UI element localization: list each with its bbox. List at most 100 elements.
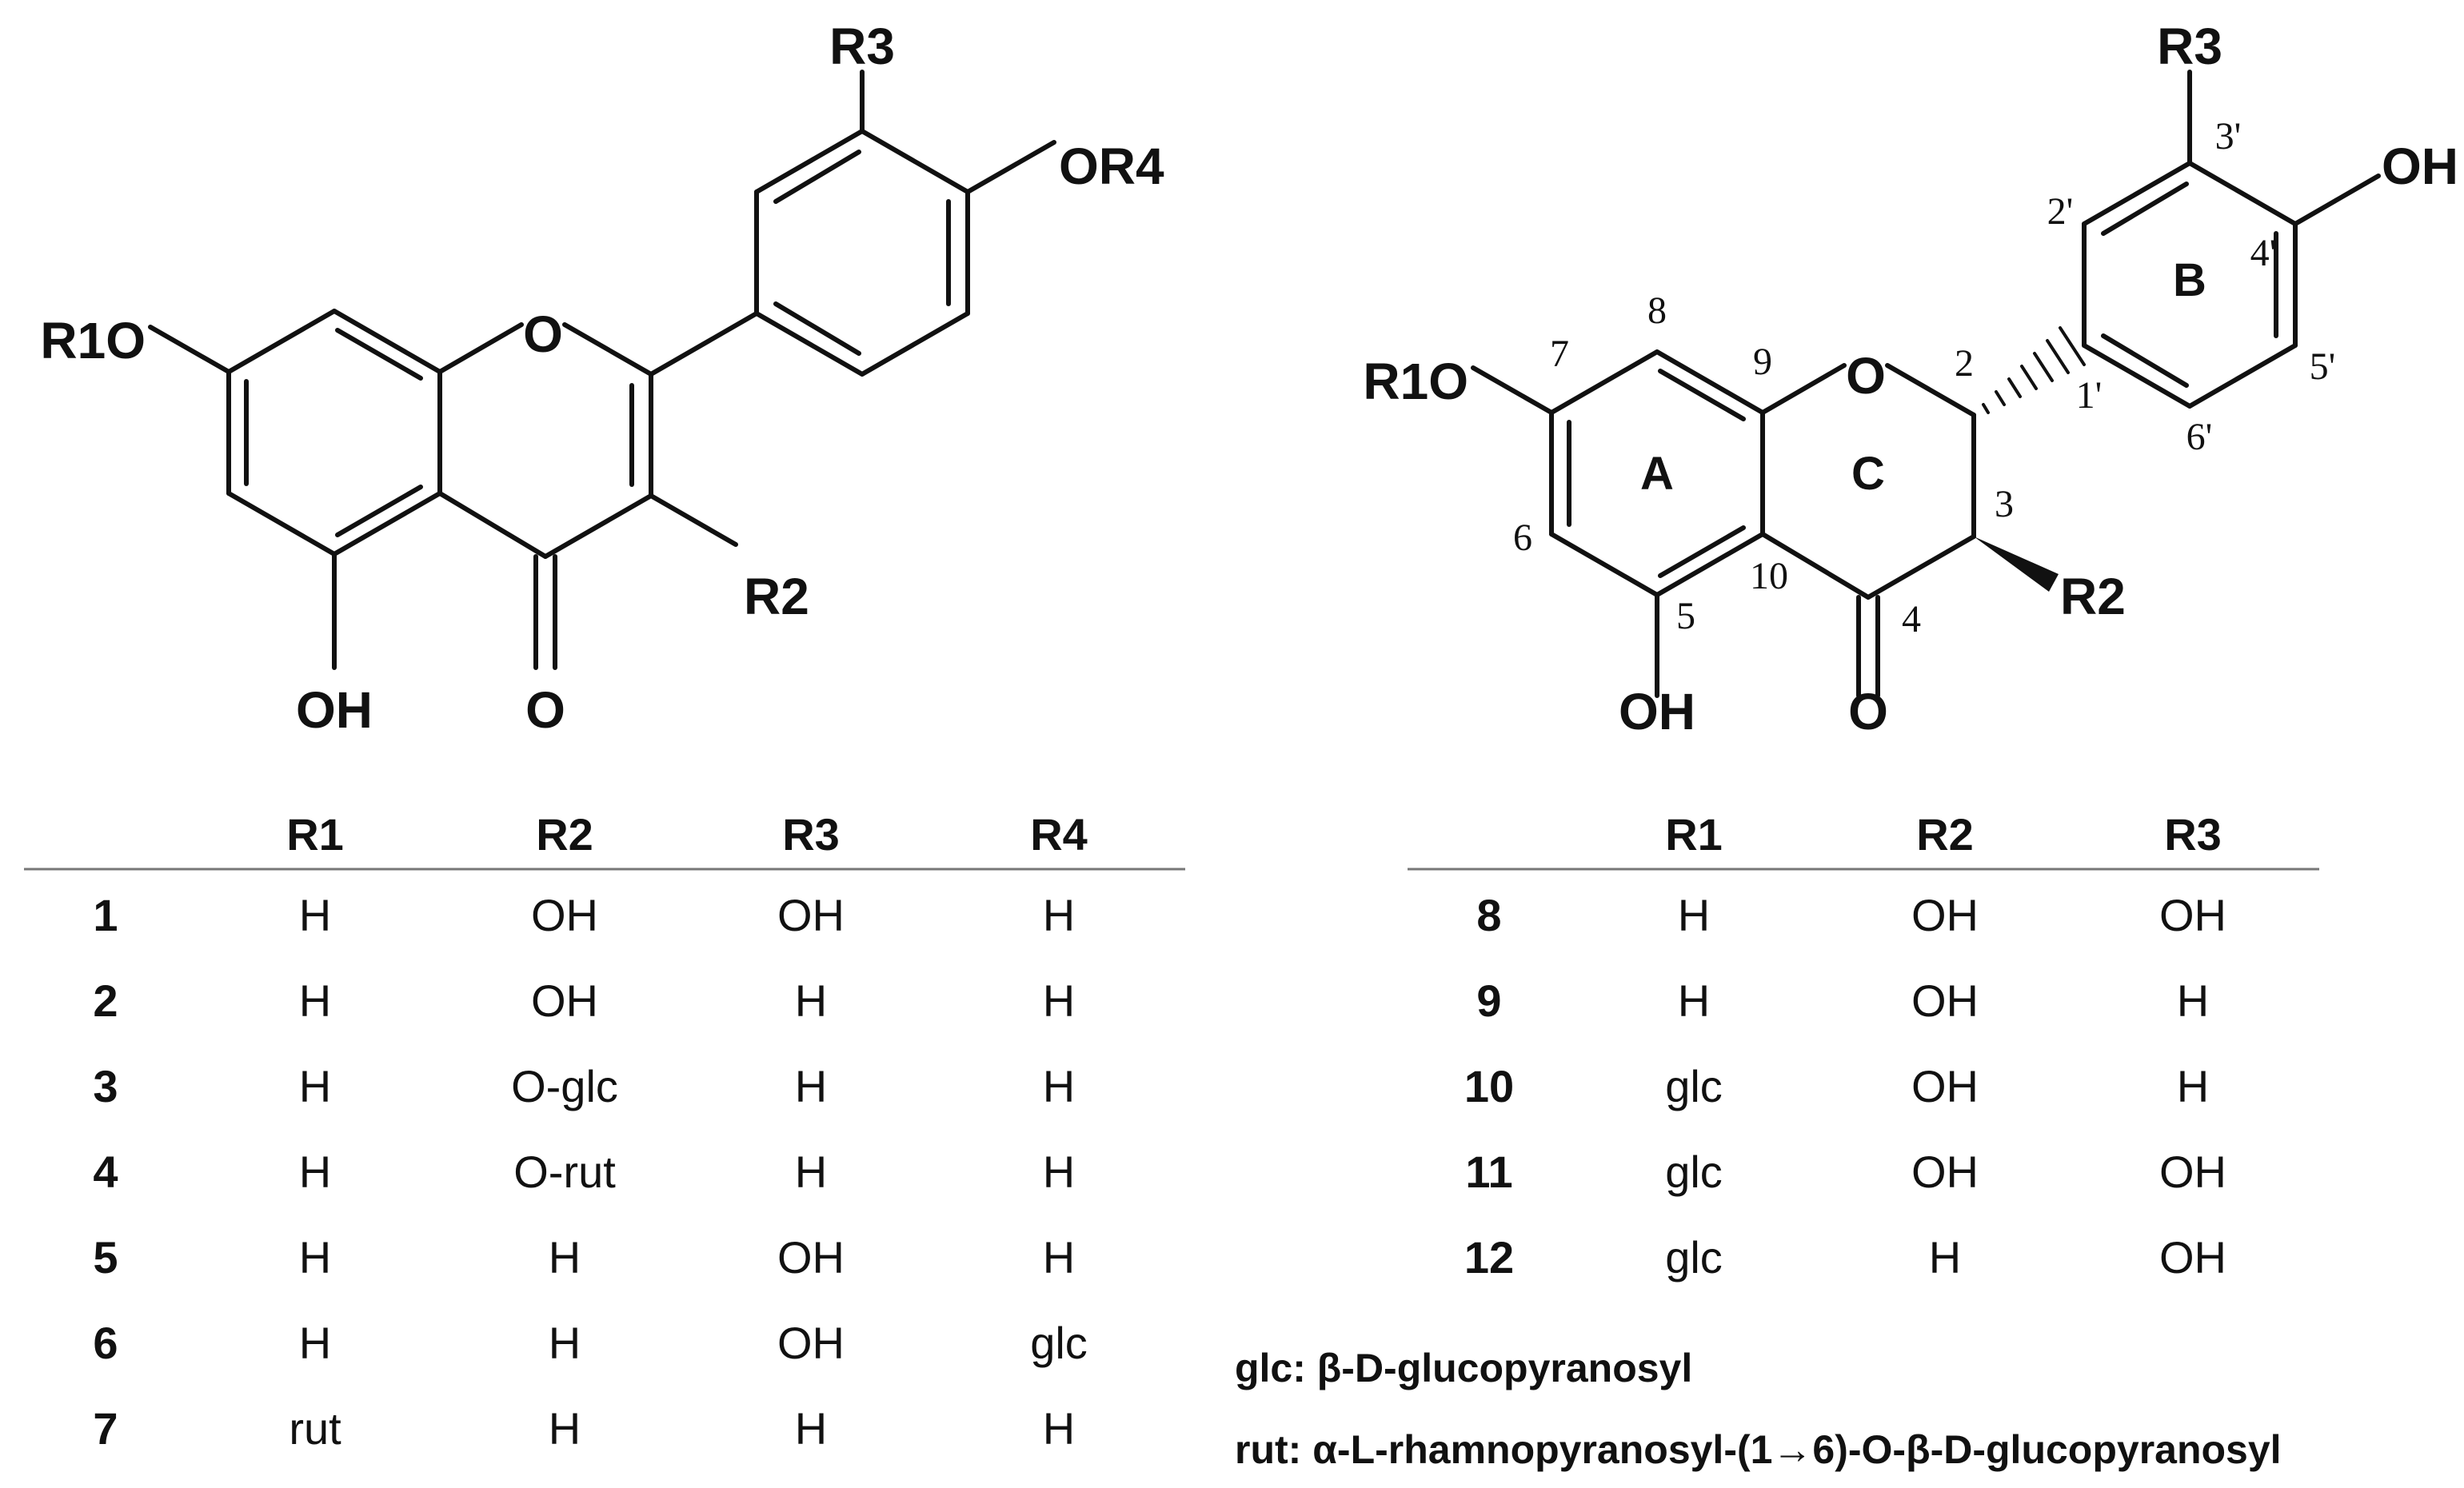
compound-number: 10 [1464,1061,1514,1111]
table-cell: O-rut [513,1147,616,1197]
column-header: R3 [2164,809,2222,860]
atom-number-4: 4 [1902,598,1921,640]
table-cell: OH [1911,1147,1979,1197]
compound-number: 6 [93,1318,118,1368]
table-cell: H [1043,975,1075,1026]
table-cell: glc [1030,1318,1088,1368]
ring-letter-a: A [1640,448,1674,500]
compound-number: 11 [1465,1147,1512,1197]
table-cell: glc [1665,1061,1723,1111]
table-cell: rut [289,1403,341,1454]
compound-number: 4 [93,1147,118,1197]
compound-number: 12 [1464,1232,1514,1283]
r2-label: R2 [2060,568,2126,625]
table-cell: H [549,1403,581,1454]
hashed-bond [1982,326,2086,414]
table-cell: H [1929,1232,1961,1283]
compound-number: 7 [93,1403,118,1454]
r3-label: R3 [829,18,895,75]
table-cell: OH [531,975,598,1026]
table-cell: OH [777,1232,845,1283]
table-cell: H [2177,1061,2209,1111]
structure-right: O O OH R1O R2 R3 OH A B C 2 3 4 5 6 7 8 … [1363,18,2458,740]
atom-number-3-prime: 3' [2215,115,2242,158]
atom-number-1-prime: 1' [2076,374,2103,417]
compound-number: 3 [93,1061,118,1111]
atom-number-2: 2 [1955,342,1974,385]
table-cell: H [1043,1403,1075,1454]
ring-letter-b: B [2173,254,2206,306]
table-cell: O-glc [511,1061,618,1111]
atom-number-2-prime: 2' [2047,190,2074,233]
table-cell: H [549,1318,581,1368]
r1o-label: R1O [40,312,146,369]
table-cell: H [549,1232,581,1283]
column-header: R4 [1030,809,1088,860]
table-cell: H [299,1061,331,1111]
atom-number-10: 10 [1750,555,1788,597]
table-cell: H [299,1232,331,1283]
r3-label: R3 [2157,18,2222,75]
table-cell: OH [1911,975,1979,1026]
ring-letter-c: C [1851,448,1885,500]
atom-number-9: 9 [1753,341,1772,383]
table-cell: OH [2159,890,2226,940]
atom-number-5: 5 [1676,595,1695,637]
column-header: R1 [1665,809,1723,860]
table-cell: H [299,890,331,940]
table-cell: H [1043,1232,1075,1283]
atom-number-6: 6 [1513,517,1532,559]
compound-number: 5 [93,1232,118,1283]
table-cell: H [1043,1061,1075,1111]
table-cell: H [1043,890,1075,940]
table-cell: OH [531,890,598,940]
table-cell: H [299,1147,331,1197]
table-cell: H [795,975,827,1026]
r1o-label: R1O [1363,353,1468,410]
table-cell: H [1678,890,1710,940]
footnote-rut: rut: α-L-rhamnopyranosyl-(1→6)-O-β-D-glu… [1235,1427,2282,1472]
table-cell: H [795,1061,827,1111]
table-cell: glc [1665,1147,1723,1197]
ring-oxygen-label: O [1846,347,1886,405]
column-header: R2 [536,809,593,860]
table-cell: H [2177,975,2209,1026]
compound-number: 2 [93,975,118,1026]
table-cell: OH [1911,890,1979,940]
table-cell: OH [2159,1147,2226,1197]
table-cell: glc [1665,1232,1723,1283]
hydroxyl-label: OH [296,681,373,739]
atom-number-6-prime: 6' [2186,416,2213,458]
atom-number-4-prime: 4' [2250,232,2277,274]
column-header: R1 [286,809,344,860]
footnote-glc: glc: β-D-glucopyranosyl [1235,1346,1692,1390]
table-cell: H [299,1318,331,1368]
table-cell: H [1043,1147,1075,1197]
carbonyl-oxygen-label: O [1848,683,1888,740]
table-cell: H [795,1147,827,1197]
column-header: R2 [1916,809,1974,860]
table-cell: H [795,1403,827,1454]
compound-number: 1 [93,890,118,940]
table-cell: OH [1911,1061,1979,1111]
carbonyl-oxygen-label: O [525,681,565,739]
table-cell: OH [2159,1232,2226,1283]
compound-number: 8 [1476,890,1501,940]
column-header: R3 [782,809,840,860]
structure-left: O O OH R1O R2 R3 OR4 [40,18,1164,739]
compound-number: 9 [1476,975,1501,1026]
table-cell: OH [777,890,845,940]
table-cell: H [1678,975,1710,1026]
hydroxyl-label: OH [1619,683,1695,740]
or4-label: OR4 [1059,138,1164,195]
table-cell: OH [777,1318,845,1368]
hydroxyl-label-b-ring: OH [2382,138,2458,195]
atom-number-8: 8 [1647,289,1667,332]
r2-label: R2 [744,568,809,625]
table-cell: H [299,975,331,1026]
atom-number-3: 3 [1995,483,2014,525]
atom-number-5-prime: 5' [2310,345,2336,388]
